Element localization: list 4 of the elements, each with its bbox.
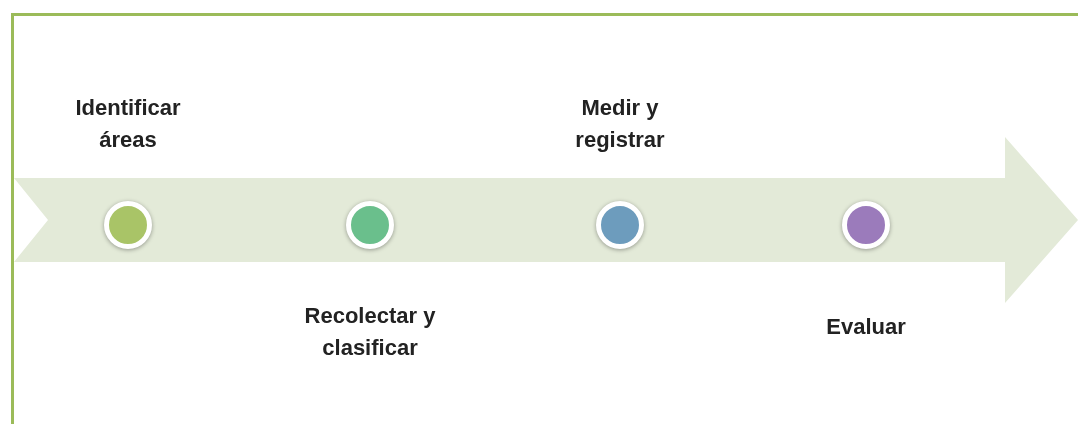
milestone-label: Identificar áreas: [74, 94, 182, 154]
milestone-label: Medir y registrar: [574, 94, 666, 154]
milestone-label: Evaluar: [825, 313, 907, 341]
milestone-label: Recolectar y clasificar: [303, 302, 437, 362]
